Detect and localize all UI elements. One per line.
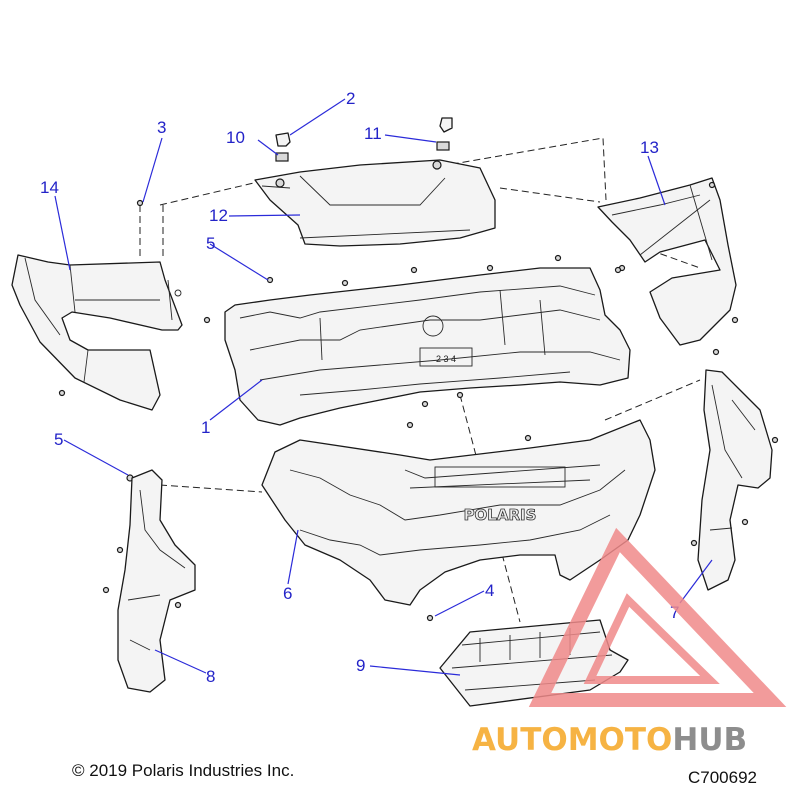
watermark-inner-triangle-icon — [583, 593, 720, 684]
part-12-hood-cover — [254, 159, 496, 247]
callout-6: 6 — [283, 584, 292, 603]
callout-12: 12 — [209, 206, 228, 225]
callout-2: 2 — [346, 89, 355, 108]
leader-lines — [54, 98, 713, 676]
assembly-dashed-lines — [139, 137, 701, 623]
callout-11: 11 — [364, 124, 382, 143]
watermark-text-automoto: AUTOMOTO — [472, 722, 672, 758]
callout-3: 3 — [157, 118, 166, 137]
callout-numbers: 1 2 3 4 5 5 6 7 8 9 10 11 12 13 14 — [40, 89, 679, 686]
part-6-front-bumper: POLARIS — [261, 419, 656, 622]
callout-10: 10 — [226, 128, 245, 147]
polaris-emblem-text: POLARIS — [464, 506, 537, 524]
part-7-right-fender — [690, 348, 779, 591]
fasteners-2-10-11 — [126, 117, 453, 482]
callout-14: 14 — [40, 178, 59, 197]
part-14-left-side-panel — [11, 254, 183, 411]
callout-4: 4 — [485, 581, 494, 600]
part-1-dash-assembly: 2 3 4 — [203, 254, 631, 426]
watermark-text: AUTOMOTOHUB — [472, 722, 747, 758]
callout-1: 1 — [201, 418, 210, 437]
callout-5-top: 5 — [206, 234, 215, 253]
callout-7: 7 — [670, 603, 679, 622]
part-13-right-side-panel — [597, 177, 739, 346]
callout-8: 8 — [206, 667, 215, 686]
figure-id: C700692 — [688, 768, 758, 787]
part-9-lower-grille — [439, 619, 629, 707]
watermark-text-hub: HUB — [672, 722, 747, 758]
callout-5-bottom: 5 — [54, 430, 63, 449]
part-8-left-fender — [102, 469, 196, 693]
callout-13: 13 — [640, 138, 659, 157]
callout-9: 9 — [356, 656, 365, 675]
copyright-notice: © 2019 Polaris Industries Inc. — [72, 761, 295, 780]
dash-connector-labels: 2 3 4 — [436, 354, 456, 364]
automotohub-watermark: AUTOMOTOHUB — [472, 527, 787, 758]
watermark-triangle-icon — [528, 527, 787, 707]
